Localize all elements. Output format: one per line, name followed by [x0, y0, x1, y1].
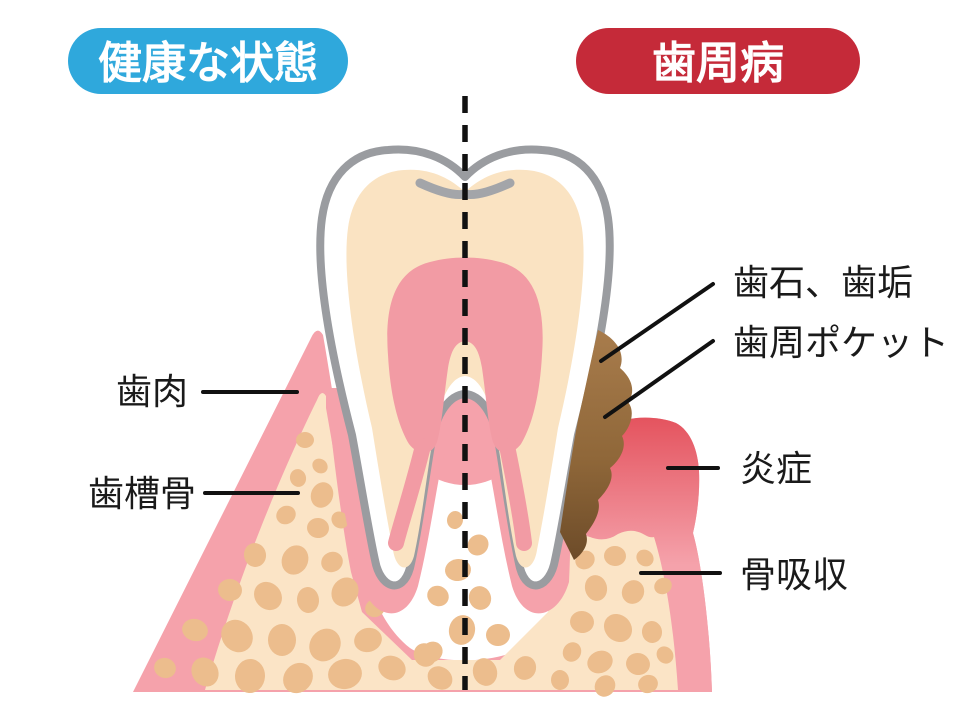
bone-spot	[513, 656, 537, 680]
healthy-badge	[68, 28, 348, 94]
annotations: 歯肉 歯槽骨 歯石、歯垢 歯周ポケット 炎症 骨吸収	[88, 263, 949, 596]
header-badges: 健康な状態 歯周病	[68, 28, 860, 94]
disease-badge	[576, 28, 860, 94]
bone-spot	[570, 610, 594, 634]
bone-texture-spots	[154, 432, 674, 697]
bone-spot	[468, 586, 492, 610]
bone-spot	[448, 615, 476, 645]
bone-spot	[243, 543, 267, 567]
bone-spot	[331, 511, 349, 529]
bone-spot	[289, 469, 307, 487]
bone-spot	[267, 624, 297, 656]
leader-lines	[201, 282, 722, 575]
label-gum: 歯肉	[116, 372, 188, 413]
bone-spot	[378, 655, 406, 681]
root-canal-left	[388, 438, 431, 551]
bone-spot	[354, 627, 382, 653]
bone-spot	[604, 545, 626, 567]
bone-spot	[182, 618, 208, 642]
bone-spot	[467, 534, 489, 556]
bone-spot	[421, 641, 443, 663]
bone-spot	[654, 577, 672, 595]
bone-spot	[594, 675, 616, 697]
disease-badge-label: 歯周病	[652, 38, 784, 89]
bone-spot	[218, 578, 242, 602]
bone-spot	[154, 657, 176, 679]
bone-spot	[587, 650, 613, 674]
tooth-pulp	[387, 257, 543, 453]
bone-spot	[427, 585, 449, 607]
bone-spot	[281, 545, 309, 575]
label-inflammation: 炎症	[740, 449, 812, 490]
bone-spot	[550, 670, 570, 690]
bone-spot	[638, 674, 658, 694]
bone-spot	[276, 505, 296, 525]
bone-spot	[446, 511, 464, 529]
bone-spot	[621, 580, 645, 604]
bone-spot	[283, 662, 313, 694]
root-canal-right	[499, 438, 532, 551]
healthy-badge-label: 健康な状態	[98, 38, 318, 89]
bone-spot	[641, 621, 663, 643]
bone-spot	[331, 577, 359, 607]
bone-spot	[562, 642, 582, 662]
label-bone-resorption: 骨吸収	[740, 555, 848, 596]
bone-spot	[445, 558, 471, 582]
pocket-leader-line	[603, 339, 715, 419]
bone-spot	[310, 482, 334, 508]
bone-spot	[191, 657, 219, 687]
bone-spot	[296, 587, 320, 613]
bone-spot	[254, 581, 282, 611]
bone-spot	[472, 658, 498, 686]
bone-spot	[328, 658, 362, 690]
bone-spot	[656, 646, 674, 664]
bone-spot	[234, 659, 266, 693]
bone-spot	[427, 666, 453, 690]
bone-spot	[626, 652, 650, 676]
bone-spot	[307, 517, 329, 539]
bone-spot	[321, 551, 343, 573]
bone-spot	[486, 623, 510, 647]
tartar-deposit	[560, 330, 633, 560]
bone-spot	[636, 549, 654, 567]
bone-spot	[312, 458, 328, 474]
bone-spot	[296, 432, 314, 448]
bone-spot	[603, 613, 633, 643]
label-tartar-plaque: 歯石、歯垢	[733, 263, 913, 304]
label-periodontal-pocket: 歯周ポケット	[733, 323, 949, 364]
bone-spot	[309, 628, 341, 662]
label-alveolar-bone: 歯槽骨	[88, 474, 196, 515]
bone-spot	[221, 619, 253, 653]
bone-spot	[584, 575, 608, 601]
bone-spot	[575, 550, 595, 570]
tartar-leader-line	[599, 282, 715, 363]
